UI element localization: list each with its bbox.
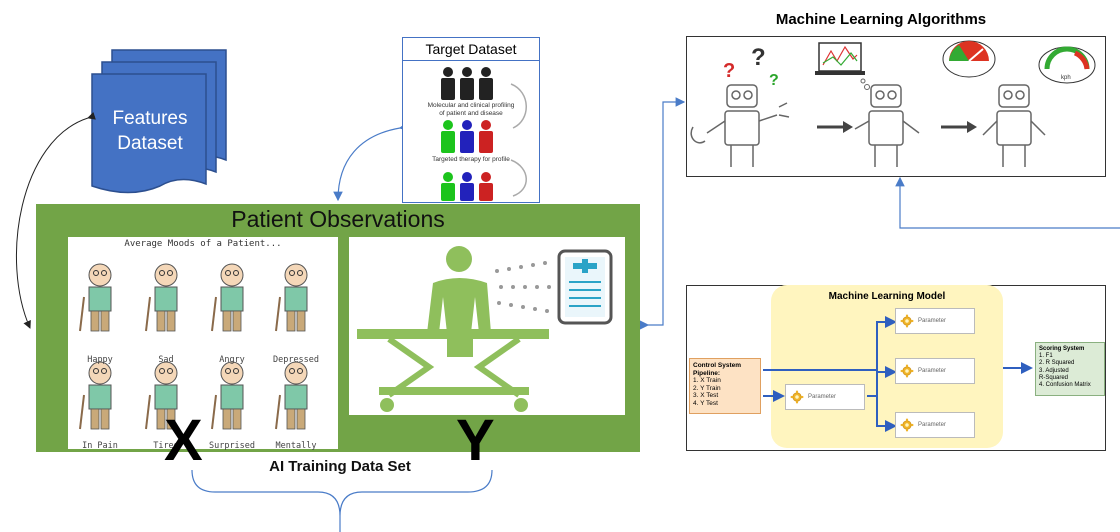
patient-mood-figure [79,361,112,430]
features-dataset-label: Features Dataset [102,106,198,156]
question-mark-icon: ? [751,44,766,71]
x-label: X [164,408,203,473]
arrow-right-icon [941,121,977,133]
target-dataset-box: Target Dataset Molecular and clinical pr… [402,37,540,203]
scoring-line: 3. Adjusted [1039,367,1069,374]
robot-icon [854,84,920,167]
ml-connector [639,97,686,330]
gear-icon [900,418,914,432]
parameter-box: Parameter [785,384,865,410]
gear-icon [900,314,914,328]
ml-model-title: Machine Learning Model [828,291,946,302]
patient-observations-panel: Patient Observations Average Moods of a … [36,204,640,470]
pipeline-line: 4. Y Test [693,399,718,407]
parameter-label: Parameter [918,368,947,374]
parameter-box: Parameter [895,308,975,334]
mood-label: Sad [158,355,174,365]
scoring-line: Scoring System [1039,346,1085,352]
patient-mood-figure [211,361,244,430]
target-caption2: of patient and disease [439,110,503,117]
mood-label: Angry [219,355,245,365]
gauge-unit-label: kph [1061,75,1071,81]
patient-mood-figure [79,263,112,332]
scoring-line: 1. F1 [1039,353,1053,360]
question-mark-icon: ? [769,72,779,89]
features-dataset-icon [91,49,227,194]
document-icon [557,249,613,325]
parameter-box: Parameter [895,412,975,438]
features-line2: Dataset [117,133,183,154]
arrow-right-icon [817,121,853,133]
target-caption-a: Molecular and clinical profiling of pati… [403,102,539,118]
moods-image: Average Moods of a Patient... Happy Sad An… [68,237,338,451]
stretcher-image [349,237,625,415]
gear-icon [900,364,914,378]
pipeline-line: 1. X Train [693,377,721,385]
parameter-label: Parameter [808,394,837,400]
training-data-label: AI Training Data Set [269,458,411,475]
target-caption1: Molecular and clinical profiling [427,102,515,109]
ml-algorithms-illustration: ? ? ? [690,40,1096,167]
patient-mood-figure [145,263,178,332]
parameter-label: Parameter [918,318,947,324]
target-caption3: Targeted therapy for profile [432,156,510,163]
laptop-chart-icon [815,42,865,75]
robot-icon [690,84,790,167]
moods-title: Average Moods of a Patient... [124,239,282,249]
patient-mood-figure [275,361,308,430]
patient-mood-figure [275,263,308,332]
mood-label: In Pain [82,441,118,451]
gear-icon [790,390,804,404]
ml-model-flow [763,316,1033,432]
mood-label: Depressed [272,355,320,365]
pipeline-line: Control System [693,362,742,369]
target-dataset-title: Target Dataset [403,38,539,61]
training-brace [191,469,493,517]
scoring-line: 2. R Squared [1039,360,1075,367]
features-line1: Features [112,108,188,129]
speedometer-icon: kph [1038,46,1096,84]
parameter-label: Parameter [918,422,947,428]
pipeline-line: 3. X Test [693,392,719,400]
ml-algorithms-box: ? ? ? [686,36,1106,177]
stretcher-icon [357,246,613,412]
target-people-illustration [441,67,527,201]
pipeline-line: Pipeline: [693,369,721,377]
moods-figures [79,263,308,430]
feedback-connector [895,176,1120,229]
mood-label: Happy [87,355,113,365]
scoring-line: 4. Confusion Matrix [1039,382,1091,389]
mood-label: Surprised [208,441,256,451]
features-connector [15,112,96,329]
target-connector [333,121,410,202]
patient-mood-figure [211,263,244,332]
robot-icon [982,84,1046,167]
scoring-line: R-Squared [1039,374,1069,381]
question-mark-icon: ? [723,60,735,82]
patient-observations-title: Patient Observations [231,206,445,232]
parameter-box: Parameter [895,358,975,384]
pipeline-line: 2. Y Train [693,384,721,392]
patient-mood-figure [145,361,178,430]
ml-algorithms-title: Machine Learning Algorithms [775,11,987,28]
mood-label: Tired [153,441,179,451]
speedometer-icon [942,40,996,78]
y-label: Y [456,408,495,473]
mood-label: Mentally [275,441,317,451]
